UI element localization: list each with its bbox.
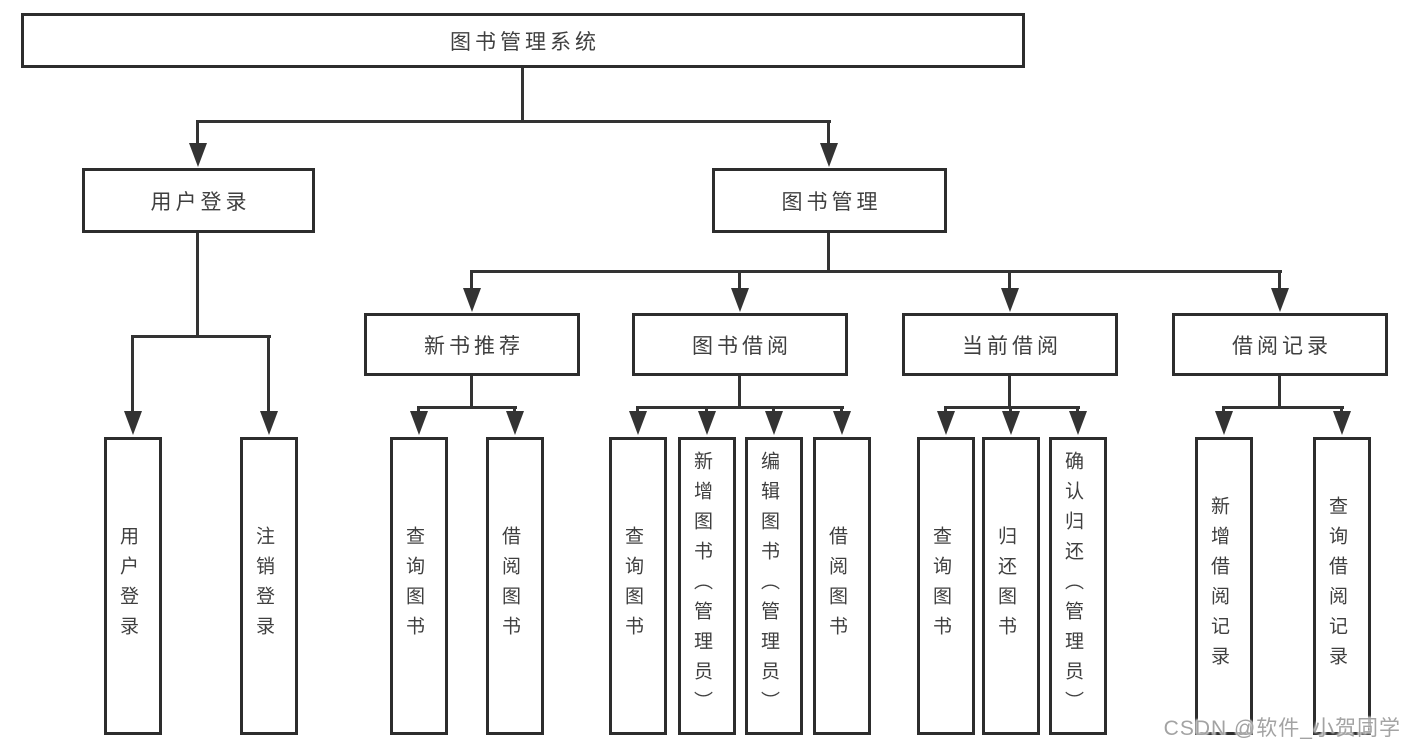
leaf-query-books-3: 查询图书 [917,437,975,735]
connector-drop-book-management [827,120,830,145]
leaf-return-books-label: 归还图书 [995,526,1016,646]
leaf-confirm-return-label: 确认归还（管理员） [1062,451,1083,721]
connector-book-borrow-stem [738,376,741,406]
leaf-user-login-label: 用户登录 [117,526,138,646]
arrowhead-add-borrow-record [1215,411,1233,435]
connector-drop-user-login [196,120,199,145]
leaf-user-login: 用户登录 [104,437,162,735]
leaf-borrow-books-2-label: 借阅图书 [826,526,847,646]
connector-root-rail [196,120,831,123]
connector-drop-add-borrow-record [1222,406,1225,413]
connector-drop-query-borrow-record [1340,406,1343,413]
csdn-watermark: CSDN @软件_小贺同学 [1163,717,1401,740]
connector-borrow-records-stem [1278,376,1281,406]
node-borrow-records-label: 借阅记录 [1232,334,1332,358]
arrowhead-book-borrow [731,288,749,312]
node-book-borrow-label: 图书借阅 [692,334,792,358]
leaf-add-books-label: 新增图书（管理员） [691,451,712,721]
leaf-confirm-return: 确认归还（管理员） [1049,437,1107,735]
arrowhead-return-books [1002,411,1020,435]
connector-new-book-recommend-rail [417,406,517,409]
connector-drop-leaf-logout [267,335,270,413]
leaf-borrow-books-1-label: 借阅图书 [499,526,520,646]
connector-drop-borrow-books-2 [840,406,843,413]
connector-drop-borrow-books-1 [513,406,516,413]
connector-current-borrow-rail [944,406,1080,409]
connector-book-management-stem [827,233,830,270]
connector-book-borrow-rail [636,406,844,409]
connector-drop-add-books [705,406,708,413]
leaf-query-books-2-label: 查询图书 [622,526,643,646]
arrowhead-user-login [189,143,207,167]
connector-drop-query-books-2 [636,406,639,413]
connector-drop-query-books-3 [944,406,947,413]
leaf-add-borrow-record: 新增借阅记录 [1195,437,1253,735]
arrowhead-leaf-logout [260,411,278,435]
connector-drop-confirm-return [1076,406,1079,413]
node-current-borrow-label: 当前借阅 [962,334,1062,358]
arrowhead-leaf-user-login [124,411,142,435]
arrowhead-current-borrow [1001,288,1019,312]
arrowhead-add-books [698,411,716,435]
leaf-borrow-books-1: 借阅图书 [486,437,544,735]
leaf-query-borrow-record: 查询借阅记录 [1313,437,1371,735]
connector-drop-return-books [1009,406,1012,413]
connector-drop-current-borrow [1008,270,1011,290]
node-book-management-label: 图书管理 [781,190,882,214]
leaf-logout-label: 注销登录 [253,526,274,646]
connector-borrow-records-rail [1222,406,1344,409]
node-root: 图书管理系统 [21,13,1025,68]
leaf-add-books: 新增图书（管理员） [678,437,736,735]
connector-root-stem [521,68,524,120]
connector-user-login-stem [196,233,199,335]
connector-drop-leaf-user-login [131,335,134,413]
arrowhead-edit-books [765,411,783,435]
arrowhead-borrow-books-1 [506,411,524,435]
arrowhead-query-books-1 [410,411,428,435]
connector-user-login-rail [131,335,271,338]
arrowhead-confirm-return [1069,411,1087,435]
leaf-add-borrow-record-label: 新增借阅记录 [1208,496,1229,676]
leaf-return-books: 归还图书 [982,437,1040,735]
node-user-login-label: 用户登录 [150,190,251,214]
leaf-query-books-1-label: 查询图书 [403,526,424,646]
leaf-query-books-3-label: 查询图书 [930,526,951,646]
arrowhead-query-borrow-record [1333,411,1351,435]
arrowhead-borrow-records [1271,288,1289,312]
leaf-logout: 注销登录 [240,437,298,735]
connector-new-book-recommend-stem [470,376,473,406]
connector-drop-book-borrow [738,270,741,290]
leaf-edit-books: 编辑图书（管理员） [745,437,803,735]
node-current-borrow: 当前借阅 [902,313,1118,376]
node-new-book-recommend: 新书推荐 [364,313,580,376]
arrowhead-new-book-recommend [463,288,481,312]
arrowhead-query-books-2 [629,411,647,435]
node-book-borrow: 图书借阅 [632,313,848,376]
connector-drop-new-book-recommend [470,270,473,290]
connector-current-borrow-stem [1008,376,1011,406]
node-book-management: 图书管理 [712,168,947,233]
arrowhead-borrow-books-2 [833,411,851,435]
node-root-label: 图书管理系统 [450,30,600,54]
node-borrow-records: 借阅记录 [1172,313,1388,376]
arrowhead-query-books-3 [937,411,955,435]
leaf-query-books-1: 查询图书 [390,437,448,735]
connector-drop-edit-books [772,406,775,413]
arrowhead-book-management [820,143,838,167]
connector-book-management-rail [470,270,1282,273]
connector-drop-borrow-records [1278,270,1281,290]
leaf-borrow-books-2: 借阅图书 [813,437,871,735]
node-user-login: 用户登录 [82,168,315,233]
leaf-query-borrow-record-label: 查询借阅记录 [1326,496,1347,676]
leaf-edit-books-label: 编辑图书（管理员） [758,451,779,721]
connector-drop-query-books-1 [417,406,420,413]
node-new-book-recommend-label: 新书推荐 [424,334,524,358]
leaf-query-books-2: 查询图书 [609,437,667,735]
